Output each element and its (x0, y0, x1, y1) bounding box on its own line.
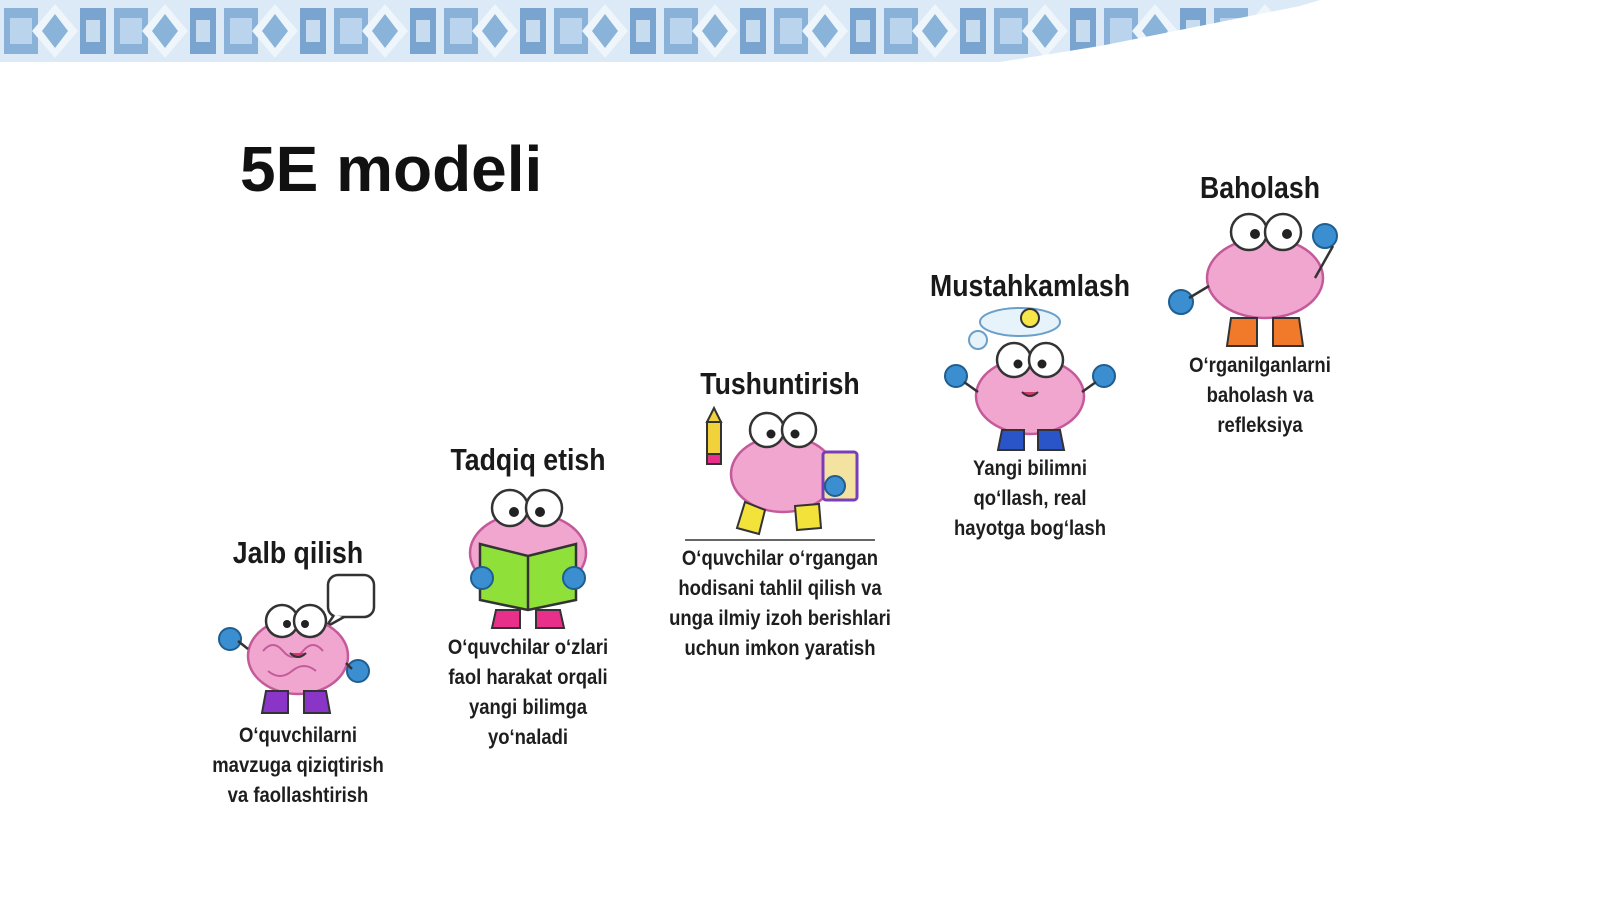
stage-explain: Tushuntirish O‘quvchilar o‘rgangan hodis… (630, 366, 930, 664)
brain-lightbulb-icon (944, 307, 1116, 451)
stage-description: O‘rganilganlarni baholash va refleksiya (1189, 354, 1331, 437)
brain-thinking-icon (1168, 212, 1338, 347)
stage-engage: Jalb qilish O‘quvchilarni mavzuga qiziqt… (178, 535, 418, 811)
brain-reading-book-icon (468, 488, 588, 629)
stage-description: O‘quvchilarni mavzuga qiziqtirish va fao… (212, 724, 384, 807)
brain-clipboard-icon (685, 405, 875, 541)
stage-title: Jalb qilish (232, 535, 364, 570)
stage-description: O‘quvchilar o‘zlari faol harakat orqali … (447, 636, 609, 749)
stage-description: Yangi bilimni qo‘llash, real hayotga bog… (954, 457, 1106, 540)
stage-evaluate: Baholash O‘rganilganlarni baholash va re… (1140, 170, 1380, 441)
stage-elaborate: Mustahkamlash Yangi bilimni qo‘llash, re… (900, 268, 1160, 544)
stage-title: Tadqiq etish (450, 442, 606, 477)
stage-title: Baholash (1200, 170, 1320, 205)
stage-explore: Tadqiq etish O‘quvchilar o‘zlari faol ha… (408, 442, 648, 753)
stage-description: O‘quvchilar o‘rgangan hodisani tahlil qi… (669, 547, 891, 660)
stage-title: Mustahkamlash (929, 268, 1131, 303)
decorative-banner (0, 0, 1320, 62)
slide-title: 5E modeli (240, 133, 543, 205)
stage-title: Tushuntirish (700, 366, 860, 401)
brain-speech-bubble-icon (218, 573, 376, 714)
